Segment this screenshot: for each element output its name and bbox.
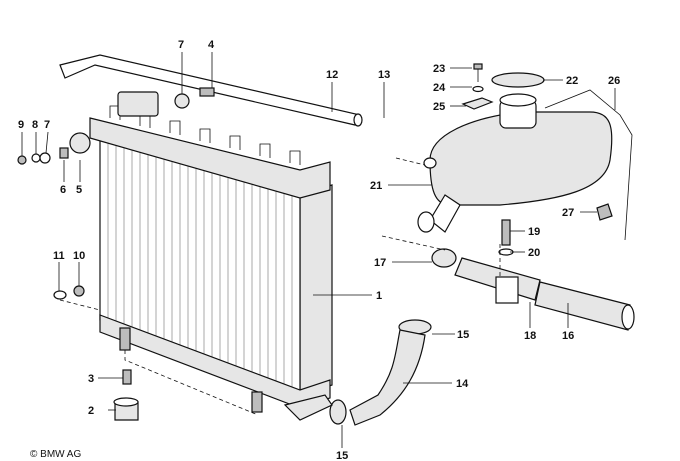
callout-26: 26: [608, 75, 620, 87]
callout-20: 20: [528, 247, 540, 259]
callout-16: 16: [562, 330, 574, 342]
sleeve-6: [59, 147, 69, 159]
radiator: [89, 91, 333, 413]
plug-10: [73, 285, 85, 297]
callout-12: 12: [326, 69, 338, 81]
callout-4: 4: [208, 39, 215, 51]
callout-15a: 15: [457, 329, 469, 341]
callout-14: 14: [456, 378, 469, 390]
clamp-15-bottom: [329, 399, 347, 425]
assembly-dashed-lines: [59, 157, 501, 416]
bolt-4: [199, 87, 215, 97]
callout-1: 1: [376, 290, 382, 302]
nut-9: [17, 155, 27, 165]
copyright-text: © BMW AG: [30, 449, 81, 460]
callout-3: 3: [88, 373, 94, 385]
callout-11: 11: [53, 250, 65, 262]
callout-13: 13: [378, 69, 390, 81]
clamp-17: [431, 248, 457, 268]
callout-24: 24: [433, 82, 446, 94]
callout-22: 22: [566, 75, 578, 87]
pin-3: [122, 369, 132, 385]
bolt-19: [501, 219, 511, 246]
radiator-fins: [107, 140, 293, 391]
leader-lines: [21, 52, 616, 448]
callout-labels: 1 2 3 4 5 6 7 7 8 9 10 11 12 13 14 15 15…: [18, 39, 620, 461]
callout-10: 10: [73, 250, 85, 262]
callout-9: 9: [18, 119, 24, 131]
callout-17: 17: [374, 257, 386, 269]
callout-7a: 7: [178, 39, 184, 51]
callout-8: 8: [32, 119, 38, 131]
washer-11: [53, 290, 67, 300]
callout-23: 23: [433, 63, 445, 75]
washer-7b: [39, 152, 51, 164]
callout-27: 27: [562, 207, 574, 219]
callout-6: 6: [60, 184, 66, 196]
hose-14: [349, 329, 426, 426]
washer-7: [174, 93, 190, 109]
hose-26: [544, 89, 633, 241]
callout-5: 5: [76, 184, 82, 196]
expansion-tank: [417, 93, 613, 233]
callout-7b: 7: [44, 119, 50, 131]
grommet-5: [69, 132, 91, 154]
hose-16: [534, 281, 631, 331]
callout-25: 25: [433, 101, 445, 113]
cap-22: [491, 72, 545, 88]
callout-15b: 15: [336, 450, 348, 461]
washer-8: [31, 153, 41, 163]
washer-24: [472, 85, 484, 93]
callout-2: 2: [88, 405, 94, 417]
bracket-25: [461, 97, 494, 110]
callout-21: 21: [370, 180, 382, 192]
callout-19: 19: [528, 226, 540, 238]
clip-27: [596, 203, 613, 221]
callout-18: 18: [524, 330, 536, 342]
bolt-23: [473, 63, 483, 82]
